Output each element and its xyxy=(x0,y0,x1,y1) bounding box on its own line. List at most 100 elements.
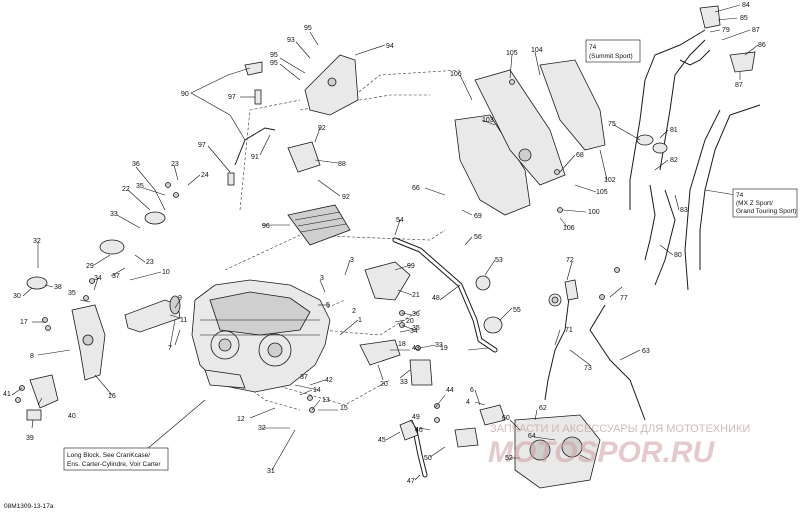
watermark: ЗАПЧАСТИ И АКСЕССУАРЫ ДЛЯ МОТОТЕХНИКИ MO… xyxy=(488,423,750,469)
callout-22: 22 xyxy=(122,186,130,193)
callout-63: 63 xyxy=(642,348,650,355)
callout-34: 34 xyxy=(94,275,102,282)
callout-99: 99 xyxy=(407,263,415,270)
callout-10: 10 xyxy=(162,269,170,276)
callout-53: 53 xyxy=(495,257,503,264)
svg-text:Ens. Carter-Cylindre, Voir Car: Ens. Carter-Cylindre, Voir Carter xyxy=(67,461,161,468)
callout-29: 29 xyxy=(86,263,94,270)
callout-95: 95 xyxy=(270,60,278,67)
callout-93: 93 xyxy=(287,37,295,44)
note-long-block: Long Block, See CranKcase/ Ens. Carter-C… xyxy=(63,447,169,471)
callout-97: 97 xyxy=(228,94,236,101)
diagram-code: 08M1309-13-17a xyxy=(4,503,54,510)
callout-86: 86 xyxy=(758,42,766,49)
callout-81: 81 xyxy=(670,127,678,134)
callout-36: 36 xyxy=(132,161,140,168)
callout-4: 4 xyxy=(466,399,470,406)
callout-24: 24 xyxy=(201,172,209,179)
callout-46: 46 xyxy=(415,427,423,434)
callout-33: 33 xyxy=(400,379,408,386)
fasteners xyxy=(15,79,620,423)
leader-lines xyxy=(11,4,759,481)
callout-3: 3 xyxy=(320,275,324,282)
callout-87: 87 xyxy=(735,82,743,89)
callout-37: 37 xyxy=(112,273,120,280)
svg-text:Long Block, See CranKcase/: Long Block, See CranKcase/ xyxy=(67,452,150,459)
callout-49: 49 xyxy=(412,414,420,421)
callout-50: 50 xyxy=(424,455,432,462)
callout-87: 87 xyxy=(752,27,760,34)
callout-21: 21 xyxy=(412,292,420,299)
oil-lines xyxy=(544,279,646,421)
callout-12: 12 xyxy=(237,416,245,423)
callout-47: 47 xyxy=(407,478,415,485)
callout-73: 73 xyxy=(584,365,592,372)
callout-39: 39 xyxy=(26,435,34,442)
callout-2: 2 xyxy=(352,308,356,315)
callout-32: 32 xyxy=(258,425,266,432)
callout-40: 40 xyxy=(68,413,76,420)
air-intake-silencer xyxy=(287,204,351,246)
callout-105: 105 xyxy=(596,189,608,196)
callout-97: 97 xyxy=(198,142,206,149)
coolant-hoses xyxy=(392,237,503,478)
callout-52: 52 xyxy=(505,455,513,462)
callout-64: 64 xyxy=(528,433,536,440)
callout-92: 92 xyxy=(318,125,326,132)
svg-text:74: 74 xyxy=(589,44,597,51)
callout-88: 88 xyxy=(338,161,346,168)
callout-13: 13 xyxy=(322,397,330,404)
callout-9: 9 xyxy=(178,295,182,302)
callout-82: 82 xyxy=(670,157,678,164)
callout-20: 20 xyxy=(406,318,414,325)
callout-15: 15 xyxy=(340,405,348,412)
callout-68: 68 xyxy=(576,152,584,159)
callout-104: 104 xyxy=(531,47,543,54)
callout-44: 44 xyxy=(446,387,454,394)
callout-14: 14 xyxy=(313,387,321,394)
callout-54: 54 xyxy=(396,217,404,224)
callout-35: 35 xyxy=(412,325,420,332)
callout-3: 3 xyxy=(350,257,354,264)
callout-77: 77 xyxy=(620,295,628,302)
callout-48: 48 xyxy=(432,295,440,302)
note-mxz-sport: 74 (MX Z Sport/ Grand Touring Sport) xyxy=(732,188,798,218)
rubber-mounts xyxy=(26,211,166,421)
callout-11: 11 xyxy=(180,317,187,324)
callout-72: 72 xyxy=(566,257,574,264)
ecm-bracket xyxy=(244,54,359,116)
dashed-assembly-lines xyxy=(224,69,461,411)
callout-79: 79 xyxy=(722,27,730,34)
callout-106: 106 xyxy=(450,71,462,78)
callout-95: 95 xyxy=(270,52,278,59)
callout-23: 23 xyxy=(171,161,179,168)
callout-96: 96 xyxy=(262,223,270,230)
callout-38: 38 xyxy=(54,284,62,291)
callout-35: 35 xyxy=(136,183,144,190)
callout-31: 31 xyxy=(267,468,275,475)
throttle-bodies xyxy=(454,404,601,489)
exhaust-manifold xyxy=(359,261,433,386)
callout-33: 33 xyxy=(435,342,443,349)
callout-41: 41 xyxy=(3,391,11,398)
callout-90: 90 xyxy=(181,91,189,98)
callout-85: 85 xyxy=(740,15,748,22)
callout-16: 16 xyxy=(108,393,116,400)
callout-55: 55 xyxy=(513,307,521,314)
svg-text:74: 74 xyxy=(736,192,744,199)
ignition-coil xyxy=(234,127,321,173)
callout-105: 105 xyxy=(506,50,518,57)
callout-36: 36 xyxy=(412,311,420,318)
svg-text:(MX Z Sport/: (MX Z Sport/ xyxy=(736,200,773,207)
callout-32: 32 xyxy=(33,238,41,245)
callout-66: 66 xyxy=(412,185,420,192)
callout-56: 56 xyxy=(474,234,482,241)
callout-5: 5 xyxy=(326,302,330,309)
callout-34: 34 xyxy=(410,328,418,335)
throttle-cable xyxy=(629,5,761,291)
callout-103: 103 xyxy=(482,117,494,124)
callout-35: 35 xyxy=(68,290,76,297)
callout-6: 6 xyxy=(470,387,474,394)
callout-62: 62 xyxy=(539,405,547,412)
